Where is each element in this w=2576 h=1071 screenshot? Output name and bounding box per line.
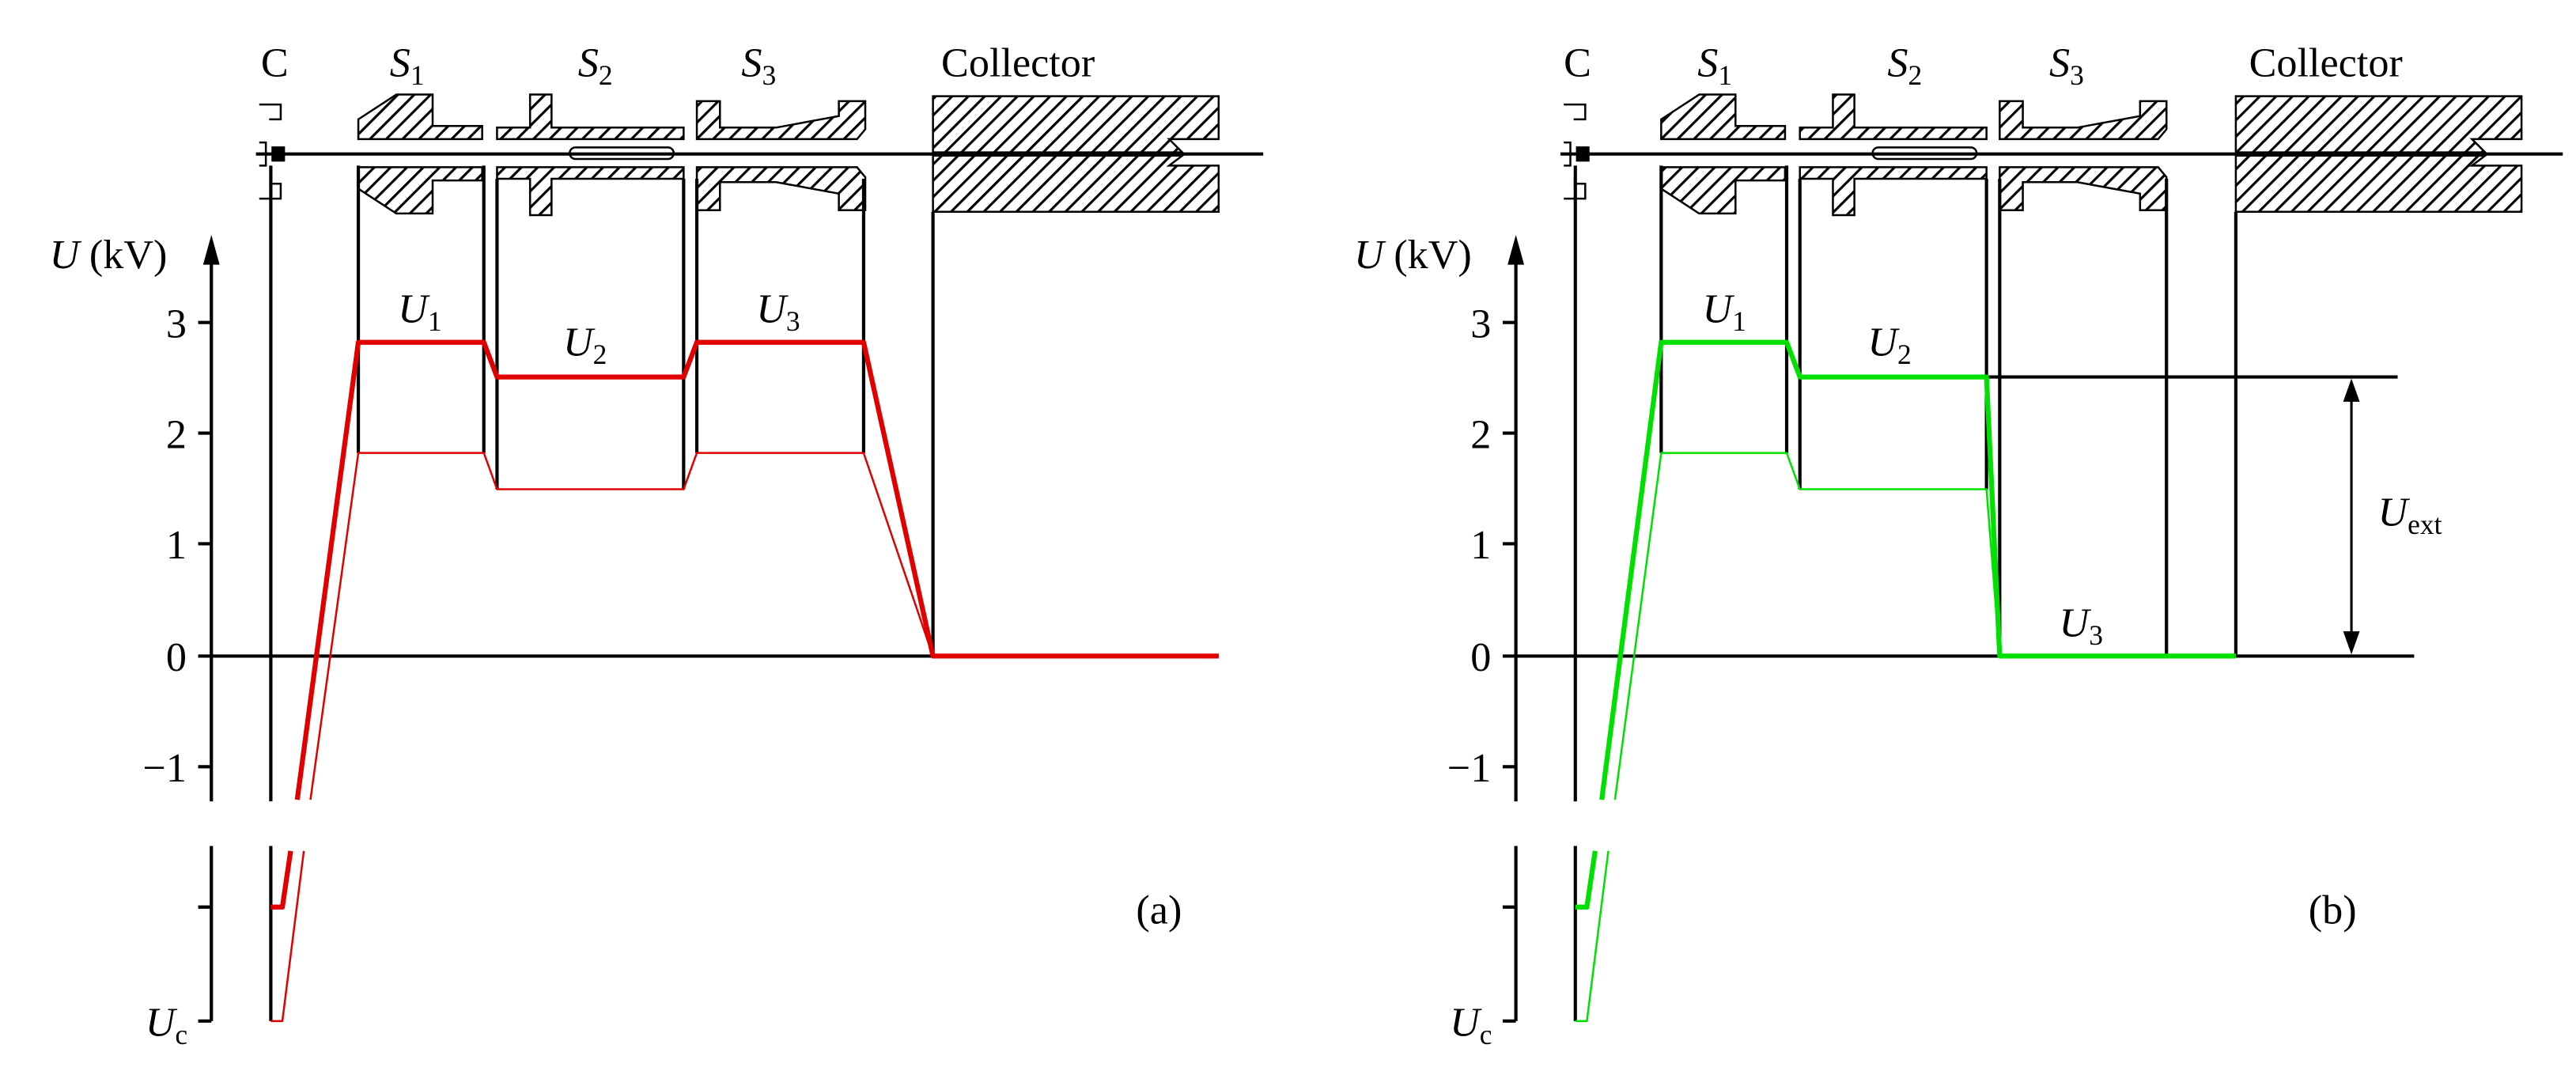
stage-2-label-a: S2 [578, 40, 613, 91]
potential-thick-a [294, 339, 1219, 800]
y-axis-title-a: U(kV) [50, 232, 168, 278]
u1-label-a: U1 [398, 286, 441, 337]
stage-1-label-a: S1 [390, 40, 425, 91]
stage-3-label-b: S3 [2049, 40, 2084, 91]
potential-thin-lower-b [1575, 850, 1610, 1023]
tick-label-1-b: 1 [1470, 522, 1491, 568]
uc-label-a: Uc [146, 1000, 187, 1050]
stage-1-label-b: S1 [1697, 40, 1732, 91]
tick-label-minus1-b: −1 [1447, 745, 1492, 791]
stage-2-electrode-top-b [1799, 93, 1988, 141]
collector-label-b: Collector [2249, 40, 2403, 86]
stage-3-electrode-bottom-a [695, 166, 867, 211]
y-axis-b [1502, 235, 2415, 1023]
tick-label-2-b: 2 [1470, 411, 1491, 457]
tick-label-3-a: 3 [166, 301, 187, 346]
potential-thick-lower-b [1575, 850, 1598, 910]
u3-label-b: U3 [2060, 600, 2103, 650]
labels-a: C S1 S2 S3 Collector U(kV) 3 2 1 0 −1 U1… [50, 40, 1182, 1050]
potential-thick-lower-a [270, 850, 293, 910]
tube-structure-a [255, 93, 1264, 217]
panel-a: C S1 S2 S3 Collector U(kV) 3 2 1 0 −1 U1… [50, 40, 1264, 1050]
labels-b: C S1 S2 S3 Collector U(kV) 3 2 1 0 −1 U1… [1354, 40, 2442, 1050]
stage-3-electrode-top-b [1999, 100, 2168, 141]
stage-3-label-a: S3 [741, 40, 776, 91]
y-axis-a [198, 235, 1219, 1023]
panel-caption-b: (b) [2309, 887, 2357, 933]
collector-electrode-bottom-b [2234, 154, 2523, 214]
collector-electrode-top-a [932, 95, 1220, 153]
panel-caption-a: (a) [1136, 887, 1182, 933]
tick-label-2-a: 2 [166, 411, 187, 457]
stage-1-electrode-bottom-b [1660, 166, 1787, 215]
stage-dividers-a [269, 165, 935, 1021]
potential-thin-b [1613, 452, 2001, 800]
potential-thin-a [309, 452, 934, 800]
potential-thin-lower-a [270, 850, 305, 1023]
stage-1-electrode-top-b [1660, 93, 1787, 141]
tick-label-minus1-a: −1 [142, 745, 187, 791]
stage-1-electrode-bottom-a [357, 166, 483, 215]
stage-2-electrode-bottom-a [496, 166, 685, 217]
potential-curves-b [1575, 339, 2236, 1023]
tick-label-1-a: 1 [166, 522, 187, 568]
tick-label-3-b: 3 [1470, 301, 1491, 346]
uc-label-b: Uc [1450, 1000, 1492, 1050]
stage-2-electrode-bottom-b [1799, 166, 1988, 217]
tube-structure-b [1560, 93, 2563, 217]
u2-label-b: U2 [1867, 319, 1911, 369]
collector-electrode-top-b [2234, 95, 2523, 153]
y-axis-title-b: U(kV) [1354, 232, 1472, 278]
u-ext-arrow-b [2343, 378, 2360, 655]
stage-3-electrode-top-a [695, 100, 867, 141]
u2-label-a: U2 [563, 319, 607, 369]
collector-electrode-bottom-a [932, 154, 1220, 214]
stage-2-label-b: S2 [1887, 40, 1922, 91]
u-ext-label-b: Uext [2377, 489, 2442, 539]
u1-label-b: U1 [1703, 286, 1746, 337]
cathode-label-a: C [261, 40, 289, 86]
u3-label-a: U3 [756, 286, 800, 337]
potential-curves-a [270, 339, 1219, 1023]
stage-3-electrode-bottom-b [1999, 166, 2168, 211]
stage-2-electrode-top-a [496, 93, 685, 141]
tick-label-0-a: 0 [166, 634, 187, 680]
collector-label-a: Collector [941, 40, 1095, 86]
panel-b: C S1 S2 S3 Collector U(kV) 3 2 1 0 −1 U1… [1354, 40, 2563, 1050]
stage-1-electrode-top-a [357, 93, 483, 141]
potential-thick-b [1599, 339, 2236, 800]
tick-label-0-b: 0 [1470, 634, 1491, 680]
stage-dividers-b [1573, 165, 2398, 1021]
cathode-label-b: C [1564, 40, 1591, 86]
